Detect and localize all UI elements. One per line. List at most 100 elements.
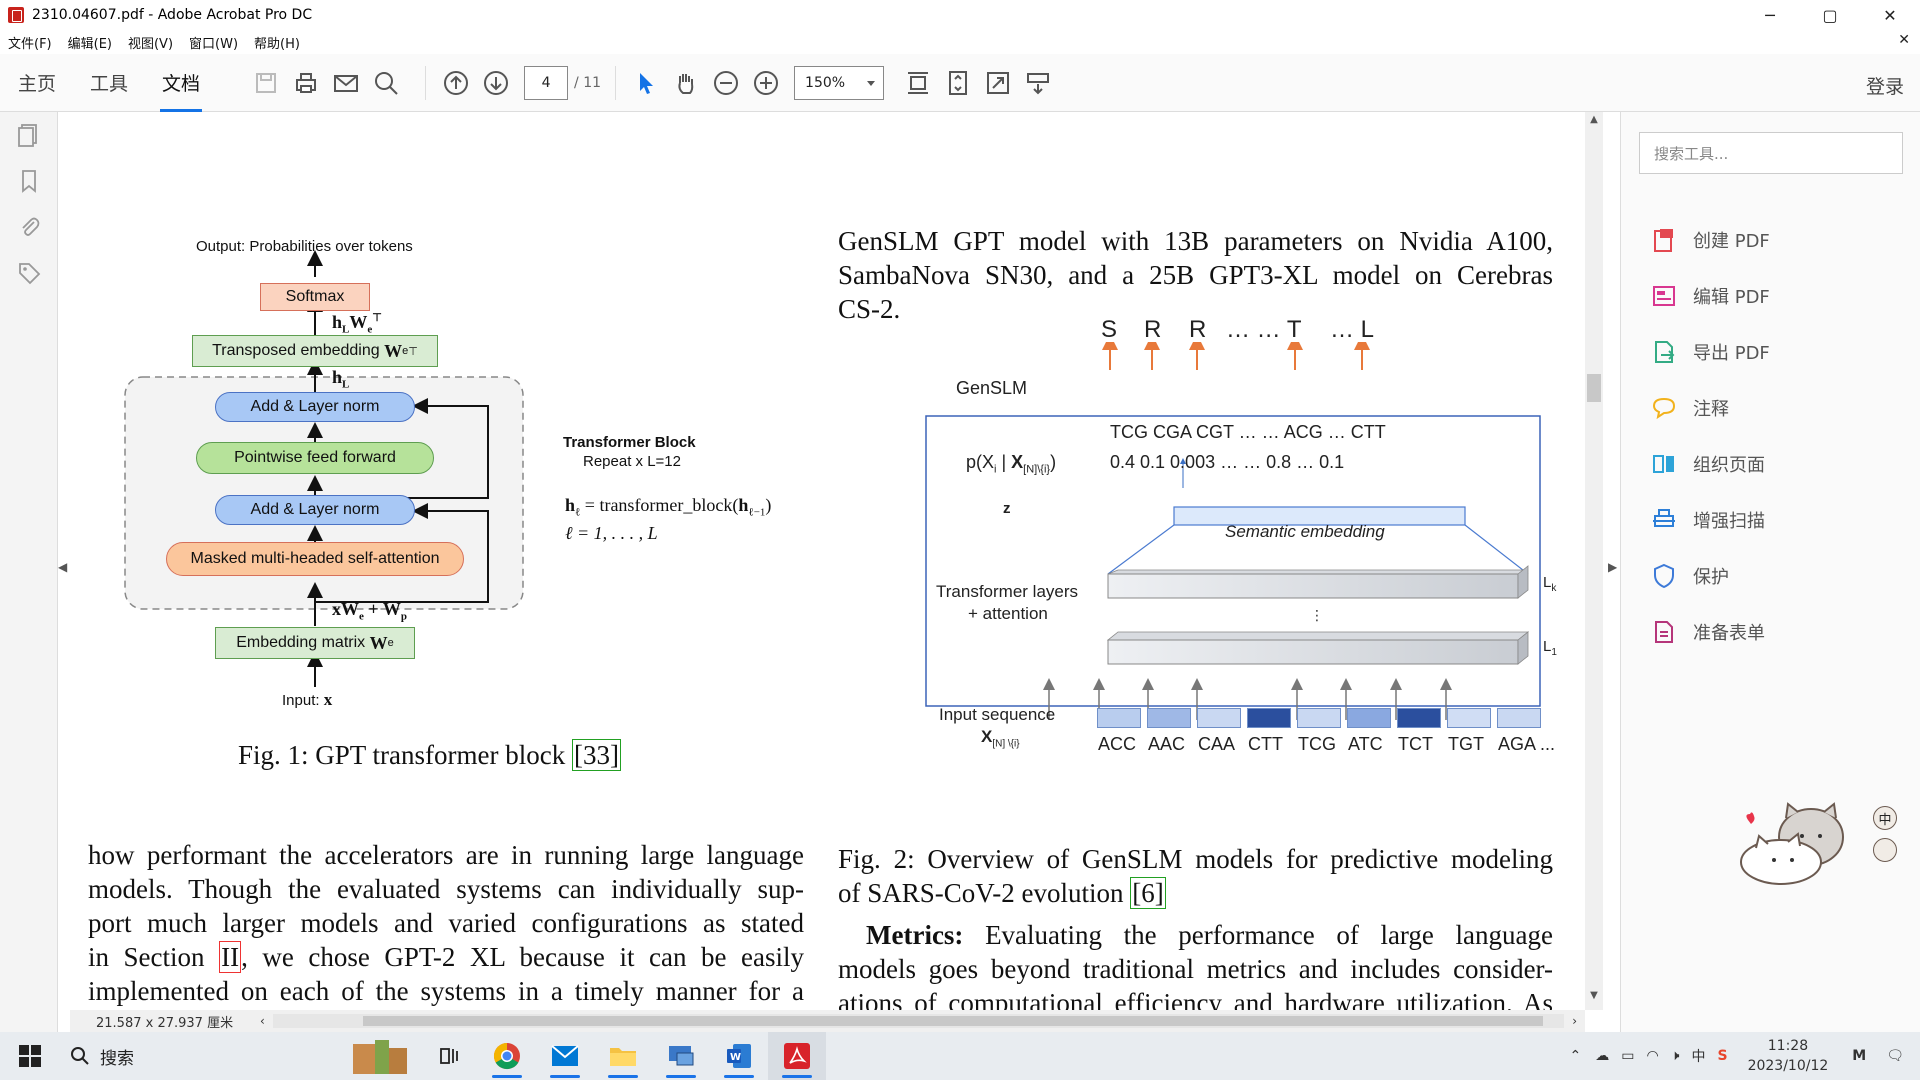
tool-protect[interactable]: 保护 xyxy=(1651,556,1729,596)
page-number-input[interactable]: 4 xyxy=(524,65,569,100)
input-token-label: CAA xyxy=(1198,734,1236,754)
close-button[interactable]: ✕ xyxy=(1883,5,1897,25)
attachments-icon[interactable] xyxy=(0,204,58,250)
chrome-icon[interactable] xyxy=(478,1032,536,1080)
document-view[interactable]: Output: Probabilities over tokens Softma… xyxy=(70,112,1585,1010)
remote-desktop-icon[interactable] xyxy=(652,1032,710,1080)
full-screen-icon[interactable] xyxy=(978,63,1018,103)
xwe-wp-label: xWe + Wp xyxy=(332,599,407,623)
tab-home[interactable]: 主页 xyxy=(18,73,57,95)
fit-page-icon[interactable] xyxy=(938,63,978,103)
vertical-scrollbar[interactable]: ▲ ▼ xyxy=(1585,112,1603,1010)
read-mode-icon[interactable] xyxy=(1018,63,1058,103)
tool-edit-pdf[interactable]: 编辑 PDF xyxy=(1651,276,1770,316)
close-document-icon[interactable]: ✕ xyxy=(1898,32,1910,48)
battery-icon[interactable]: ▭ xyxy=(1621,1048,1635,1064)
organize-pages-icon xyxy=(1651,451,1677,477)
zoom-in-icon[interactable] xyxy=(746,63,786,103)
wifi-icon[interactable]: ◠ xyxy=(1646,1048,1659,1064)
maximize-button[interactable]: ▢ xyxy=(1822,5,1838,25)
taskbar-search-highlight-image[interactable] xyxy=(340,1032,420,1080)
acrobat-taskbar-icon[interactable] xyxy=(768,1032,826,1080)
notifications-icon[interactable]: 🗨 xyxy=(1886,1048,1904,1064)
taskbar-search[interactable]: 搜索 xyxy=(70,1044,340,1069)
tab-document[interactable]: 文档 xyxy=(160,54,203,112)
tool-organize-pages[interactable]: 组织页面 xyxy=(1651,444,1765,484)
select-cursor-icon[interactable] xyxy=(626,63,666,103)
menu-file[interactable]: 文件(F) xyxy=(8,36,52,52)
collapse-left-pane-icon[interactable]: ◀ xyxy=(58,560,68,574)
left-nav-panel xyxy=(0,112,58,1032)
menu-bar: 文件(F) 编辑(E) 视图(V) 窗口(W) 帮助(H) ✕ xyxy=(0,30,1920,54)
comment-icon xyxy=(1651,395,1677,421)
next-page-icon[interactable] xyxy=(476,63,516,103)
minimize-button[interactable]: ─ xyxy=(1765,5,1775,25)
onedrive-icon[interactable]: ☁ xyxy=(1595,1048,1610,1064)
section-ii-link[interactable]: II xyxy=(219,941,242,973)
softmax-box: Softmax xyxy=(260,283,370,311)
windows-start-icon[interactable] xyxy=(0,1032,60,1080)
scroll-up-icon[interactable]: ▲ xyxy=(1590,114,1598,125)
sogou-ime-icon[interactable]: S xyxy=(1717,1048,1728,1064)
tab-tools[interactable]: 工具 xyxy=(90,73,129,95)
email-icon[interactable] xyxy=(326,63,366,103)
zoom-out-icon[interactable] xyxy=(706,63,746,103)
codons-top: TCG CGA CGT … … ACG … CTT xyxy=(1110,422,1386,442)
scroll-mode-icon[interactable] xyxy=(898,63,938,103)
word-icon[interactable]: W xyxy=(710,1032,768,1080)
bookmarks-icon[interactable] xyxy=(0,158,58,204)
horizontal-scroll-thumb[interactable] xyxy=(362,1016,1543,1026)
volume-icon[interactable]: 🕨 xyxy=(1670,1048,1680,1064)
input-token-box xyxy=(1097,708,1141,728)
citation-33-link[interactable]: [33] xyxy=(571,739,621,771)
tags-icon[interactable] xyxy=(0,250,58,296)
file-explorer-icon[interactable] xyxy=(594,1032,652,1080)
show-hidden-icons-icon[interactable]: ⌃ xyxy=(1569,1048,1582,1064)
tool-enhance-scan[interactable]: 增强扫描 xyxy=(1651,500,1765,540)
task-view-icon[interactable] xyxy=(420,1032,478,1080)
zoom-select[interactable]: 150% xyxy=(794,65,885,100)
menu-window[interactable]: 窗口(W) xyxy=(189,36,239,52)
right-para-top-1: GenSLM GPT model with 13B parameters on … xyxy=(838,226,1553,256)
save-icon[interactable] xyxy=(246,63,286,103)
ime-mascot-icon[interactable] xyxy=(1873,838,1897,862)
tool-export-pdf[interactable]: 导出 PDF xyxy=(1651,332,1770,372)
attention-label: + attention xyxy=(968,604,1048,623)
scroll-down-icon[interactable]: ▼ xyxy=(1590,990,1598,1001)
previous-page-icon[interactable] xyxy=(436,63,476,103)
page-dimensions: 21.587 x 27.937 厘米 xyxy=(96,1015,234,1031)
menu-help[interactable]: 帮助(H) xyxy=(254,36,300,52)
hand-tool-icon[interactable] xyxy=(666,63,706,103)
menu-edit[interactable]: 编辑(E) xyxy=(67,36,112,52)
citation-6-link[interactable]: [6] xyxy=(1130,877,1166,909)
l1-label: L1 xyxy=(1543,638,1557,658)
search-tools-input[interactable]: 搜索工具... xyxy=(1639,132,1903,174)
probability-label: p(Xi | X[N]\{i}) xyxy=(966,452,1057,476)
input-token-box xyxy=(1197,708,1241,728)
print-icon[interactable] xyxy=(286,63,326,103)
login-link[interactable]: 登录 xyxy=(1865,76,1904,98)
tool-create-pdf[interactable]: 创建 PDF xyxy=(1651,220,1770,260)
menu-view[interactable]: 视图(V) xyxy=(127,36,174,52)
search-icon[interactable] xyxy=(366,63,406,103)
mail-icon[interactable] xyxy=(536,1032,594,1080)
page-total: / 11 xyxy=(574,74,602,91)
widget-icon[interactable]: M xyxy=(1852,1048,1867,1064)
page-thumbnails-icon[interactable] xyxy=(0,112,58,158)
ime-float-badge[interactable]: 中 xyxy=(1873,806,1897,830)
figure-2-caption-line-2: of SARS-CoV-2 evolution [6] xyxy=(838,877,1166,909)
toolbar: 主页 工具 文档 4 / 11 150% 登录 xyxy=(0,54,1920,112)
input-token-box xyxy=(1297,708,1341,728)
tool-prepare-form[interactable]: 准备表单 xyxy=(1651,612,1765,652)
ime-indicator[interactable]: 中 xyxy=(1691,1049,1706,1065)
horizontal-scrollbar[interactable] xyxy=(272,1014,1565,1028)
scroll-right-icon[interactable]: › xyxy=(1572,1014,1577,1028)
scroll-thumb[interactable] xyxy=(1587,374,1601,402)
metrics-line-2: models goes beyond traditional metrics a… xyxy=(838,954,1553,984)
input-token-box xyxy=(1247,708,1291,728)
collapse-right-pane-icon[interactable]: ▶ xyxy=(1608,560,1618,574)
tool-comment[interactable]: 注释 xyxy=(1651,388,1729,428)
scroll-left-icon[interactable]: ‹ xyxy=(260,1014,265,1028)
